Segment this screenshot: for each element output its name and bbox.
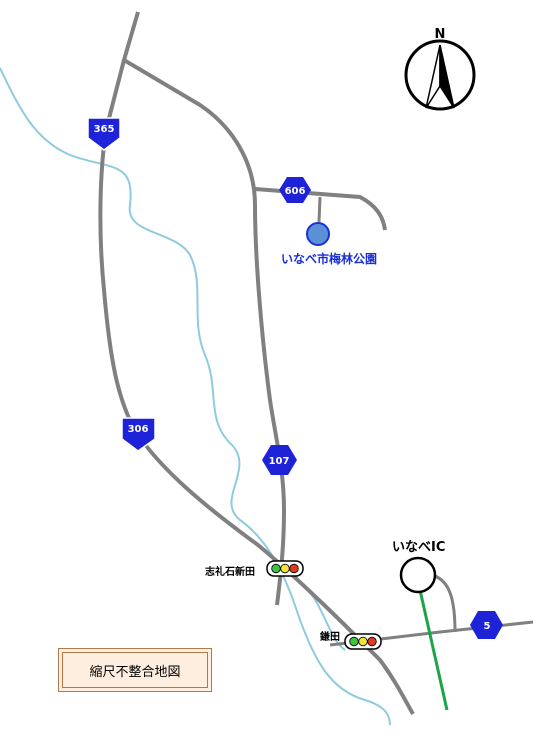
scale-note-text: 縮尺不整合地図	[89, 664, 181, 680]
park-label: いなべ市梅林公園	[281, 252, 378, 266]
ic-marker[interactable]	[399, 556, 437, 594]
route-number-306: 306	[128, 424, 149, 435]
traffic-signal-kamata	[344, 633, 382, 650]
road-ic-spur	[431, 573, 457, 633]
route-number-5: 5	[484, 621, 491, 632]
route-shield-365: 365	[87, 117, 121, 151]
park-marker[interactable]	[306, 222, 330, 246]
road-606	[254, 187, 387, 231]
route-hex-606: 606	[279, 177, 311, 203]
scale-note-inner-border	[62, 652, 208, 688]
route-hex-5: 5	[470, 611, 503, 639]
scale-note-box: 縮尺不整合地図	[58, 648, 212, 692]
route-number-365: 365	[94, 124, 115, 135]
road-national-365	[98, 11, 140, 431]
north-arrow-icon: N	[404, 27, 476, 111]
signal-label-kamata: 鎌田	[320, 632, 340, 643]
river-main	[0, 67, 391, 726]
north-label: N	[435, 27, 446, 42]
expressway	[418, 589, 449, 711]
signal-label-shirei: 志礼石新田	[205, 567, 255, 578]
road-park-spur	[317, 196, 322, 223]
route-number-606: 606	[285, 186, 306, 197]
route-shield-306: 306	[121, 417, 156, 452]
route-hex-107: 107	[262, 445, 297, 475]
route-number-107: 107	[269, 456, 290, 467]
ic-label: いなべIC	[392, 540, 446, 555]
road-107	[122, 58, 287, 606]
traffic-signal-shirei	[266, 560, 304, 577]
